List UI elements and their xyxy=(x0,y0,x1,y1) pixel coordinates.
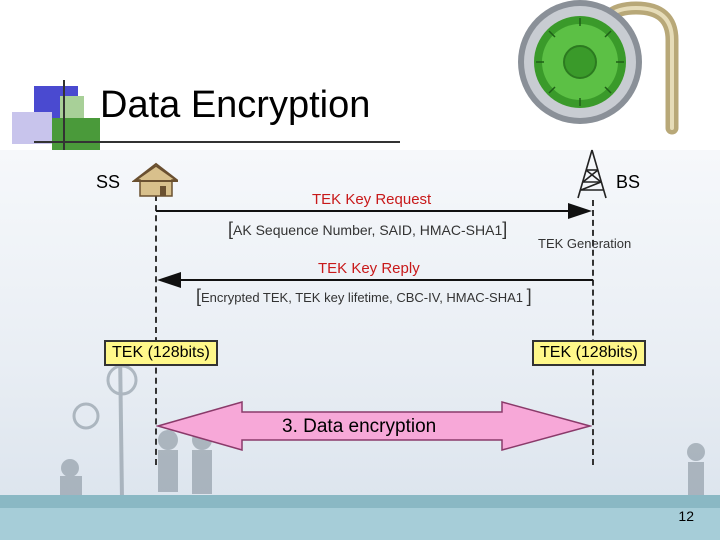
background-silhouettes xyxy=(60,350,705,500)
ss-label: SS xyxy=(96,172,121,192)
padlock-icon xyxy=(518,0,679,135)
reply-params-text: Encrypted TEK, TEK key lifetime, CBC-IV,… xyxy=(201,290,523,305)
request-params-text: AK Sequence Number, SAID, HMAC-SHA1 xyxy=(233,222,503,238)
reply-bracket-close: ] xyxy=(526,286,532,306)
footer-stripe xyxy=(0,495,720,508)
bs-label: BS xyxy=(616,172,641,192)
request-params: [AK Sequence Number, SAID, HMAC-SHA1] xyxy=(228,219,507,240)
decor-vertical-line xyxy=(63,80,65,160)
reply-arrow xyxy=(157,272,593,288)
house-icon xyxy=(132,162,178,197)
ss-lifeline xyxy=(155,195,157,465)
data-encryption-arrow xyxy=(156,401,592,451)
radio-tower-icon xyxy=(577,149,607,199)
reply-params: [Encrypted TEK, TEK key lifetime, CBC-IV… xyxy=(196,286,532,307)
reply-bracket-open: [ xyxy=(196,286,202,306)
decor-horizontal-line xyxy=(34,141,400,143)
bs-tek-box: TEK (128bits) xyxy=(532,340,646,366)
slide-title: Data Encryption xyxy=(100,84,371,126)
reply-label: TEK Key Reply xyxy=(318,260,420,277)
ss-tek-box: TEK (128bits) xyxy=(104,340,218,366)
page-number: 12 xyxy=(678,508,694,524)
decor-square-green xyxy=(52,118,100,156)
decor-square-lightgreen xyxy=(60,96,84,118)
data-encryption-label: 3. Data encryption xyxy=(282,416,437,437)
request-arrow xyxy=(156,203,592,219)
request-label: TEK Key Request xyxy=(312,191,432,208)
bs-lifeline xyxy=(592,200,594,465)
request-bracket-close: ] xyxy=(502,219,508,239)
decor-square-lavender xyxy=(12,112,52,144)
tek-generation-label: TEK Generation xyxy=(538,236,632,251)
request-bracket-open: [ xyxy=(228,219,234,239)
